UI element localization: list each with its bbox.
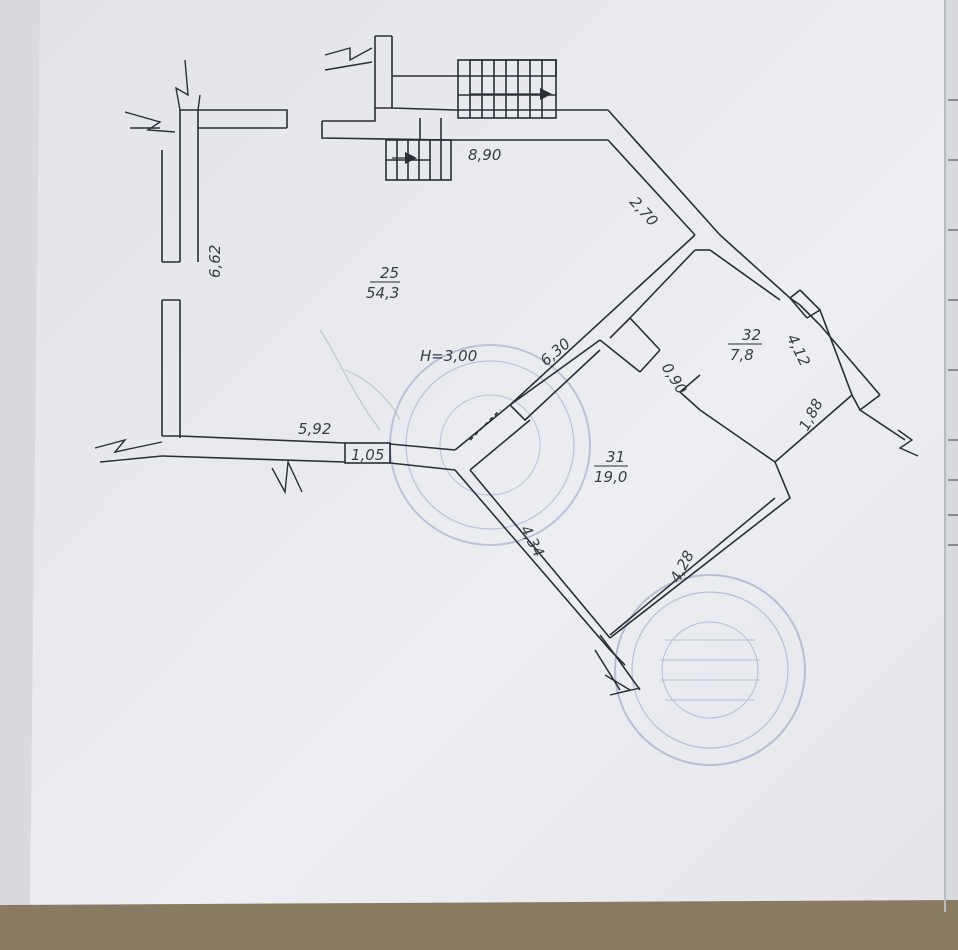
dim-bottom-left: 5,92 bbox=[298, 420, 331, 438]
room-number: 31 bbox=[606, 448, 625, 466]
room-31-label: 31 19,0 bbox=[594, 448, 628, 486]
table-surface bbox=[0, 900, 958, 950]
round-stamp-bottom bbox=[614, 574, 806, 766]
room-number: 32 bbox=[742, 326, 761, 344]
dim-left-wall: 6,62 bbox=[206, 245, 224, 278]
ceiling-height: H=3,00 bbox=[420, 347, 477, 365]
dim-door-width: 1,05 bbox=[351, 446, 384, 464]
room-area: 54,3 bbox=[366, 284, 399, 302]
break-marks bbox=[94, 47, 919, 696]
room-number: 25 bbox=[380, 264, 399, 282]
room-25-label: 25 54,3 bbox=[366, 264, 400, 302]
room-area: 19,0 bbox=[594, 468, 627, 486]
room-32-label: 32 7,8 bbox=[728, 326, 762, 364]
next-page-table bbox=[948, 99, 958, 546]
walls bbox=[161, 35, 906, 691]
signature bbox=[319, 329, 401, 431]
room-area: 7,8 bbox=[730, 346, 754, 364]
dim-top-wall: 8,90 bbox=[468, 146, 501, 164]
